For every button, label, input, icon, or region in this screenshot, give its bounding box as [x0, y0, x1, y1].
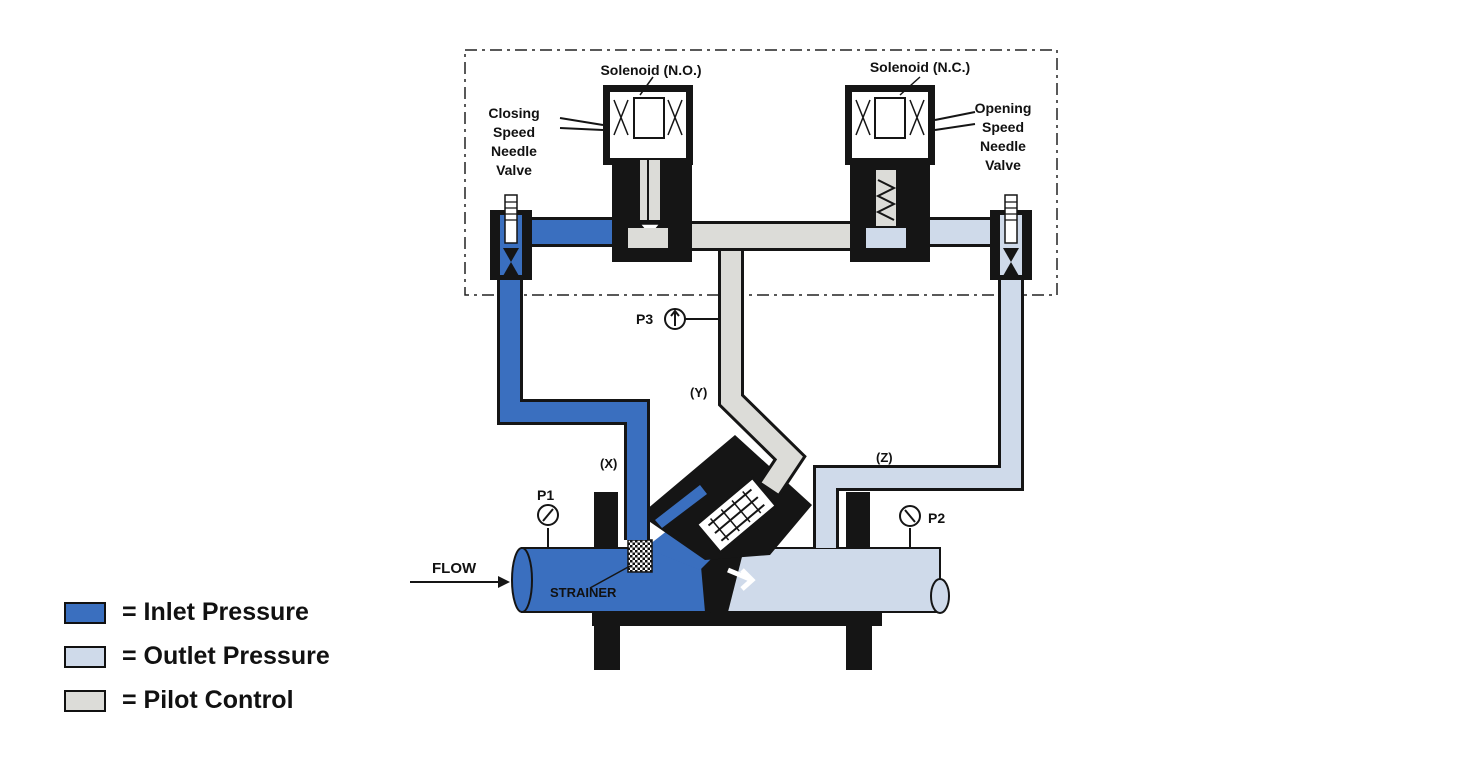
closing-valve-label-3: Needle	[491, 143, 537, 159]
legend-swatch-pilot	[64, 690, 106, 712]
p1-gauge	[537, 504, 559, 548]
opening-valve-label-1: Opening	[975, 100, 1032, 116]
solenoid-no-label: Solenoid (N.O.)	[600, 62, 701, 78]
p1-label: P1	[537, 487, 554, 503]
p2-label: P2	[928, 510, 945, 526]
flow-label: FLOW	[432, 560, 477, 577]
legend-label-outlet: = Outlet Pressure	[122, 642, 330, 670]
opening-valve-label-3: Needle	[980, 138, 1026, 154]
solenoid-nc	[845, 85, 976, 262]
legend-swatch-inlet	[64, 602, 106, 624]
opening-valve-label-2: Speed	[982, 119, 1024, 135]
legend-label-inlet: = Inlet Pressure	[122, 598, 309, 626]
closing-valve-label-1: Closing	[488, 105, 539, 121]
closing-valve-label-2: Speed	[493, 124, 535, 140]
p3-gauge	[664, 308, 718, 330]
pilot-system-boundary	[464, 49, 1058, 296]
opening-valve-label-4: Valve	[985, 157, 1021, 173]
opening-speed-needle-valve	[990, 194, 1032, 280]
solenoid-no	[559, 85, 693, 262]
strainer-label: STRAINER	[550, 585, 617, 600]
internal-flow-arrow	[727, 567, 756, 591]
y-line-label: (Y)	[690, 385, 707, 400]
p2-gauge	[899, 505, 921, 548]
x-line-label: (X)	[600, 456, 617, 471]
closing-speed-needle-valve	[490, 194, 532, 280]
strainer	[627, 539, 653, 573]
valve-piston	[695, 476, 777, 554]
flow-arrow	[410, 576, 510, 588]
solenoid-nc-label: Solenoid (N.C.)	[870, 59, 970, 75]
legend-swatch-outlet	[64, 646, 106, 668]
closing-valve-label-4: Valve	[496, 162, 532, 178]
legend-label-pilot: = Pilot Control	[122, 686, 294, 714]
p3-label: P3	[636, 311, 653, 327]
z-line-label: (Z)	[876, 450, 893, 465]
